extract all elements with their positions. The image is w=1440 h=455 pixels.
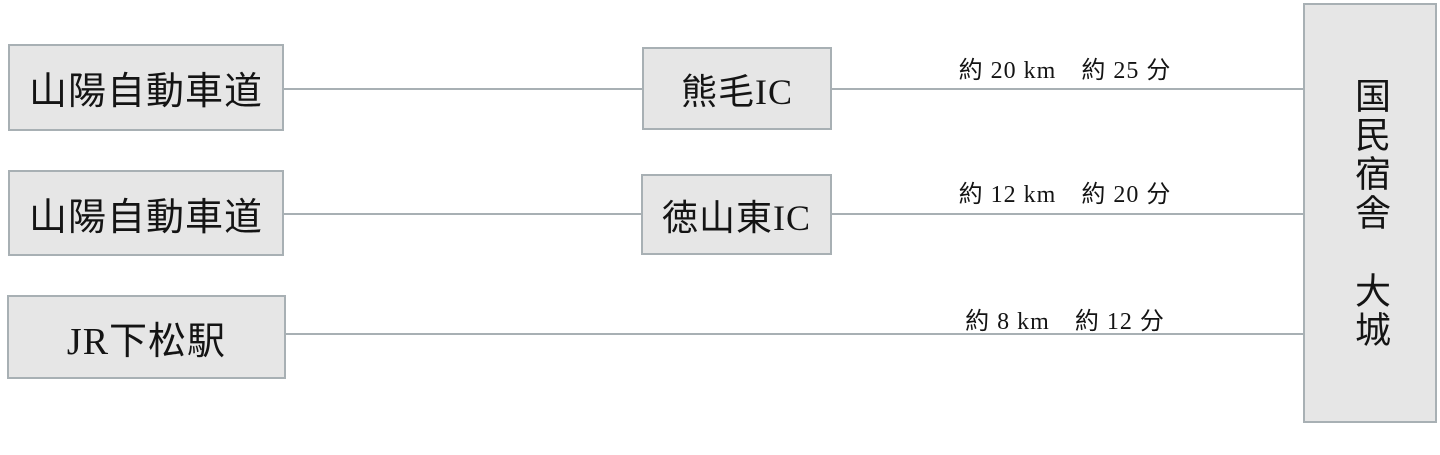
route1-origin-label: 山陽自動車道 xyxy=(28,71,263,113)
route3-info: 約 8 km 約 12 分 xyxy=(895,301,1235,336)
route1-via-box: 熊毛IC xyxy=(642,47,832,130)
route2-origin-box: 山陽自動車道 xyxy=(8,170,284,256)
route1-connector-line-left xyxy=(284,88,642,90)
route2-distance: 約 12 km xyxy=(958,182,1057,208)
route3-distance: 約 8 km xyxy=(965,309,1050,335)
route3-origin-box: JR下松駅 xyxy=(7,295,286,379)
route2-connector-line-left xyxy=(284,213,641,215)
route2-connector-line-right xyxy=(832,213,1303,215)
route1-origin-box: 山陽自動車道 xyxy=(8,44,284,131)
route1-info: 約 20 km 約 25 分 xyxy=(895,50,1235,85)
route1-distance: 約 20 km xyxy=(958,58,1057,84)
destination-label: 国民宿舎 大城 xyxy=(1350,76,1390,350)
route3-time: 約 12 分 xyxy=(1074,309,1165,335)
route1-time: 約 25 分 xyxy=(1081,58,1172,84)
route1-connector-line-right xyxy=(832,88,1303,90)
route3-connector-line xyxy=(286,333,1303,335)
route2-time: 約 20 分 xyxy=(1081,182,1172,208)
route2-via-label: 徳山東IC xyxy=(661,197,811,238)
route2-via-box: 徳山東IC xyxy=(641,174,832,255)
route3-origin-label: JR下松駅 xyxy=(66,320,227,363)
route2-origin-label: 山陽自動車道 xyxy=(28,196,263,239)
route2-info: 約 12 km 約 20 分 xyxy=(895,174,1235,209)
destination-box: 国民宿舎 大城 xyxy=(1303,3,1437,423)
route1-via-label: 熊毛IC xyxy=(680,71,793,112)
